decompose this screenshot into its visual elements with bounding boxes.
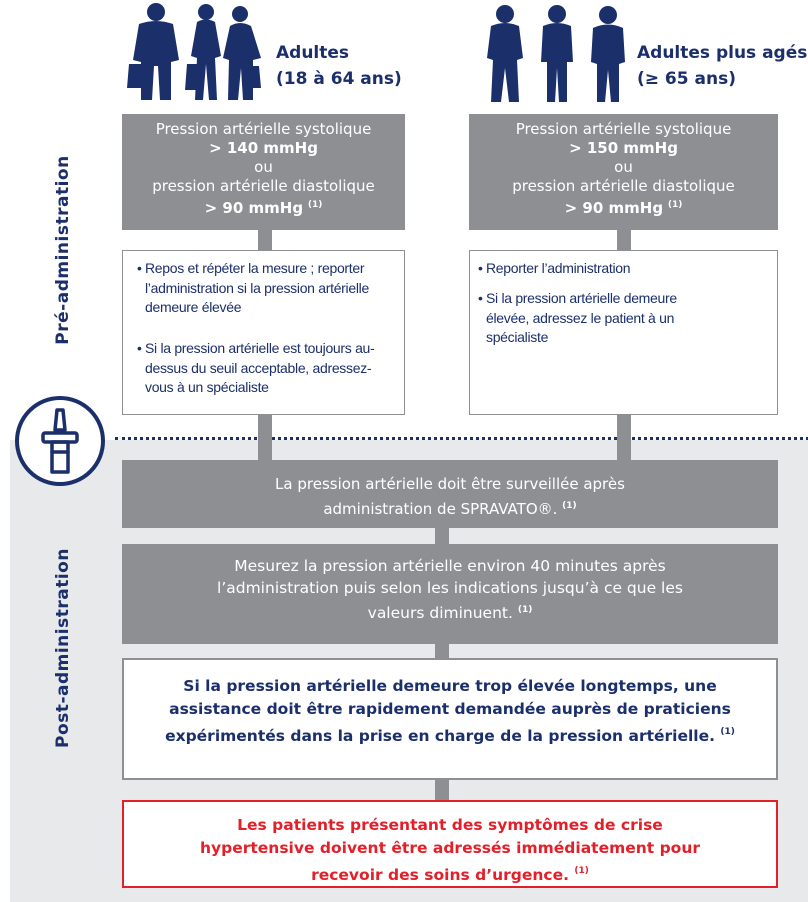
measure-text: Mesurez la pression artérielle environ 4…	[217, 557, 683, 622]
connector	[435, 780, 449, 800]
adults-diastolic-value: > 90 mmHg	[204, 199, 304, 217]
connector	[258, 230, 272, 250]
post-administration-label: Post-administration	[53, 548, 73, 748]
measure-ref: (1)	[517, 605, 533, 615]
adults-silhouettes-icon	[127, 3, 261, 100]
seniors-or: ou	[614, 158, 633, 176]
pre-administration-label: Pré-administration	[53, 155, 73, 345]
connector	[617, 230, 631, 250]
connector	[435, 528, 449, 544]
elevated-warning-box: Si la pression artérielle demeure trop é…	[122, 658, 778, 780]
adults-title: Adultes	[276, 43, 350, 63]
seniors-diastolic-label: pression artérielle diastolique	[512, 177, 735, 195]
crisis-text: Les patients présentant des symptômes de…	[199, 816, 701, 884]
seniors-age-range: (≥ 65 ans)	[637, 69, 736, 89]
adults-systolic-value: > 140 mmHg	[209, 139, 318, 157]
adults-diastolic-label: pression artérielle diastolique	[152, 177, 375, 195]
nasal-spray-icon	[15, 396, 105, 486]
seniors-threshold-ref: (1)	[667, 200, 683, 210]
monitor-ref: (1)	[562, 501, 577, 511]
seniors-diastolic-value: > 90 mmHg	[564, 199, 664, 217]
elevated-ref: (1)	[720, 727, 735, 737]
elevated-text: Si la pression artérielle demeure trop é…	[165, 677, 731, 745]
adults-age-range: (18 à 64 ans)	[276, 69, 402, 89]
adults-systolic-label: Pression artérielle systolique	[155, 120, 372, 138]
connector	[258, 415, 272, 460]
seniors-threshold-box: Pression artérielle systolique > 150 mmH…	[469, 114, 778, 230]
emergency-box: Les patients présentant des symptômes de…	[122, 800, 778, 888]
seniors-action-item: •Reporter l’administration	[478, 260, 631, 276]
adults-actions-box: •Repos et répéter la mesure ; reporter l…	[122, 250, 405, 415]
measure-box: Mesurez la pression artérielle environ 4…	[122, 544, 778, 644]
monitor-box: La pression artérielle doit être surveil…	[122, 460, 778, 528]
seniors-actions-box: •Reporter l’administration •Si la pressi…	[469, 250, 778, 415]
adults-threshold-box: Pression artérielle systolique > 140 mmH…	[122, 114, 405, 230]
seniors-silhouettes-icon	[487, 5, 625, 102]
adults-threshold-ref: (1)	[307, 200, 323, 210]
seniors-title: Adultes plus agés	[637, 43, 808, 63]
monitor-text: La pression artérielle doit être surveil…	[275, 475, 625, 518]
connector	[435, 644, 449, 658]
connector	[617, 415, 631, 460]
seniors-systolic-label: Pression artérielle systolique	[515, 120, 732, 138]
seniors-action-item: •Si la pression artérielle demeure élevé…	[478, 290, 677, 345]
crisis-ref: (1)	[574, 866, 589, 876]
section-divider	[115, 437, 808, 440]
seniors-systolic-value: > 150 mmHg	[569, 139, 678, 157]
adults-or: ou	[254, 158, 273, 176]
adults-action-item: •Repos et répéter la mesure ; reporter l…	[137, 260, 369, 315]
adults-action-item: •Si la pression artérielle est toujours …	[137, 340, 375, 395]
